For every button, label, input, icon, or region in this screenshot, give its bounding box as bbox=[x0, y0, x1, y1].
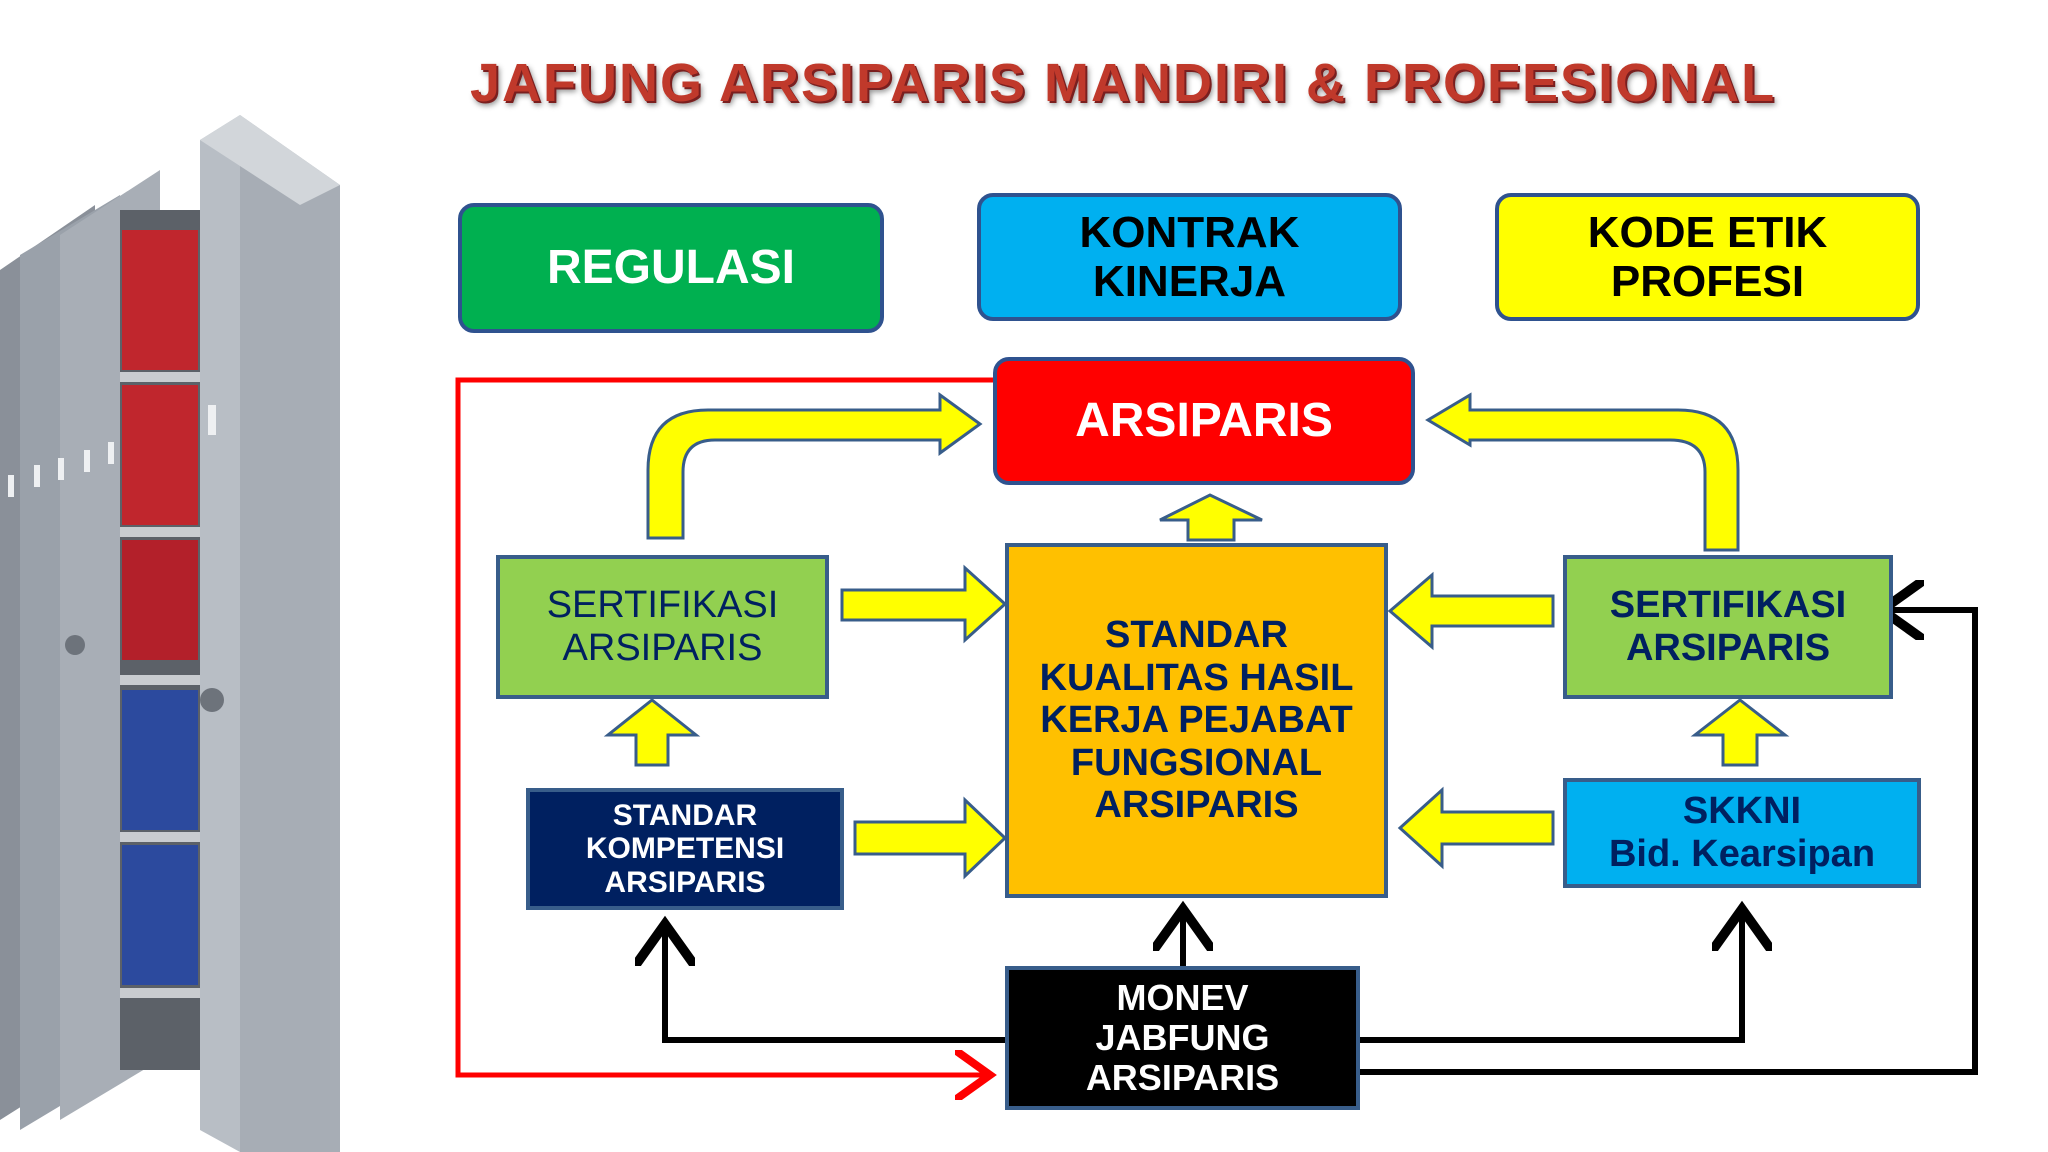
arsiparis-label: ARSIPARIS bbox=[1075, 394, 1333, 448]
monev-line-2: JABFUNG bbox=[1095, 1016, 1270, 1058]
kompetensi-line-1: STANDAR bbox=[612, 798, 758, 832]
up-arrow-kompetensi-to-sertifikasi bbox=[603, 698, 701, 767]
sertifikasi-left-line-2: ARSIPARIS bbox=[562, 627, 763, 669]
kompetensi-line-3: ARSIPARIS bbox=[604, 865, 766, 899]
kode-etik-box: KODE ETIK PROFESI bbox=[1495, 193, 1920, 321]
standar-kompetensi-box: STANDAR KOMPETENSI ARSIPARIS bbox=[526, 788, 844, 910]
standar-kualitas-box: STANDAR KUALITAS HASIL KERJA PEJABAT FUN… bbox=[1005, 543, 1388, 898]
standar-kualitas-line-2: KUALITAS HASIL bbox=[1039, 656, 1354, 699]
kode-etik-line-2: PROFESI bbox=[1610, 257, 1805, 306]
sertifikasi-left-box: SERTIFIKASI ARSIPARIS bbox=[496, 555, 829, 699]
bent-arrow-left bbox=[646, 392, 983, 540]
sertifikasi-right-box: SERTIFIKASI ARSIPARIS bbox=[1563, 555, 1893, 699]
right-arrow-kompetensi bbox=[853, 796, 1008, 880]
sertifikasi-left-line-1: SERTIFIKASI bbox=[546, 584, 779, 627]
left-arrow-skkni bbox=[1397, 786, 1555, 870]
regulasi-label: REGULASI bbox=[546, 241, 795, 295]
monev-to-skkni-line bbox=[1360, 915, 1742, 1043]
standar-kualitas-line-4: FUNGSIONAL bbox=[1070, 741, 1323, 784]
regulasi-box: REGULASI bbox=[458, 203, 884, 333]
red-feedback-line bbox=[455, 377, 993, 1075]
monev-to-sertifikasi-right-line bbox=[1360, 610, 1978, 1075]
kompetensi-line-2: KOMPETENSI bbox=[585, 832, 785, 866]
bent-arrow-right bbox=[1425, 392, 1740, 552]
sertifikasi-right-line-2: ARSIPARIS bbox=[1625, 627, 1831, 669]
standar-kualitas-line-1: STANDAR bbox=[1105, 614, 1288, 657]
kontrak-kinerja-box: KONTRAK KINERJA bbox=[977, 193, 1402, 321]
monev-line-3: ARSIPARIS bbox=[1085, 1057, 1280, 1099]
kontrak-line-1: KONTRAK bbox=[1079, 207, 1300, 257]
left-arrow-sertifikasi-right bbox=[1387, 571, 1555, 651]
up-arrow-center bbox=[1159, 493, 1263, 542]
monev-box: MONEV JABFUNG ARSIPARIS bbox=[1005, 966, 1360, 1110]
main-title: JAFUNG ARSIPARIS MANDIRI & PROFESIONAL bbox=[470, 53, 1777, 113]
kode-etik-line-1: KODE ETIK bbox=[1587, 207, 1828, 257]
monev-to-kompetensi-line bbox=[665, 930, 1005, 1043]
right-arrow-sertifikasi-left bbox=[840, 564, 1008, 644]
kontrak-line-2: KINERJA bbox=[1092, 257, 1287, 306]
standar-kualitas-line-3: KERJA PEJABAT bbox=[1040, 699, 1353, 742]
standar-kualitas-line-5: ARSIPARIS bbox=[1094, 784, 1299, 827]
sertifikasi-right-line-1: SERTIFIKASI bbox=[1609, 584, 1847, 627]
skkni-line-2: Bid. Kearsipan bbox=[1608, 833, 1876, 875]
monev-line-1: MONEV bbox=[1116, 976, 1249, 1018]
filing-cabinet-illustration bbox=[0, 115, 340, 1152]
skkni-line-1: SKKNI bbox=[1682, 790, 1802, 833]
arsiparis-box: ARSIPARIS bbox=[993, 357, 1415, 485]
skkni-box: SKKNI Bid. Kearsipan bbox=[1563, 778, 1921, 888]
up-arrow-skkni-to-sertifikasi bbox=[1690, 698, 1790, 767]
